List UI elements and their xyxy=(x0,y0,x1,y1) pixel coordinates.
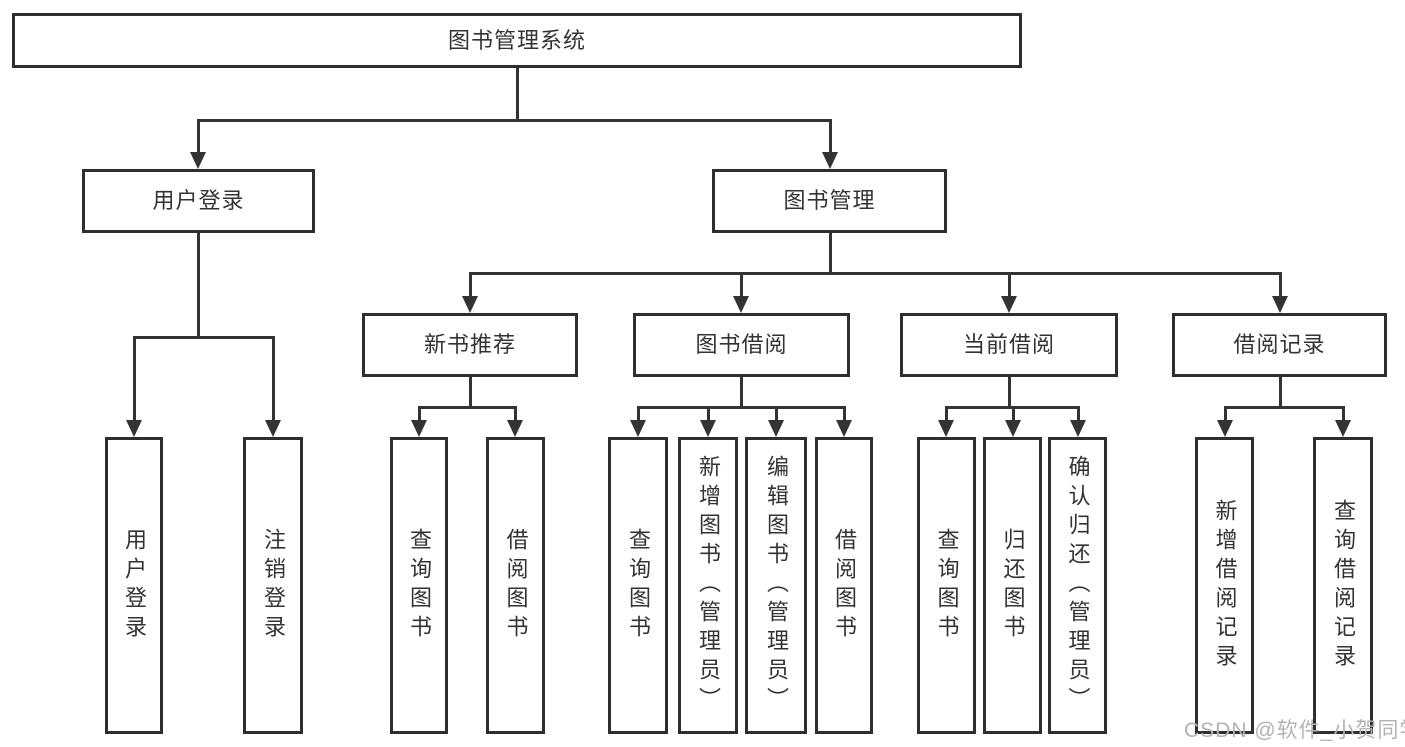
arrowhead-down-icon xyxy=(507,420,523,437)
node-leaf-return-books: 归还图书 xyxy=(983,437,1042,734)
connector-stem xyxy=(468,377,472,409)
node-leaf-query-books-3: 查询图书 xyxy=(917,437,976,734)
connector-drop xyxy=(132,336,136,422)
node-label: 图书管理系统 xyxy=(447,27,586,53)
node-label: 归还图书 xyxy=(1000,527,1026,644)
node-label: 新增图书（管理员） xyxy=(696,455,721,716)
node-borrow-records: 借阅记录 xyxy=(1172,313,1387,377)
connector-drop xyxy=(513,406,517,422)
node-label: 新增借阅记录 xyxy=(1212,498,1238,673)
connector-drop xyxy=(468,272,472,298)
connector-stem xyxy=(196,233,200,339)
node-leaf-query-books-2: 查询图书 xyxy=(608,437,668,734)
connector-drop xyxy=(1007,272,1011,298)
connector-drop xyxy=(842,406,846,422)
node-label: 借阅图书 xyxy=(503,527,529,644)
node-label: 查询借阅记录 xyxy=(1331,498,1356,673)
node-label: 新书推荐 xyxy=(423,332,516,357)
connector-drop xyxy=(1076,406,1080,422)
connector-drop xyxy=(706,406,710,422)
node-leaf-query-borrow-record: 查询借阅记录 xyxy=(1313,437,1373,734)
node-label: 图书管理 xyxy=(783,188,876,213)
node-label: 确认归还（管理员） xyxy=(1065,455,1091,716)
connector-drop xyxy=(1278,272,1282,298)
connector-drop xyxy=(1223,406,1227,422)
connector-drop xyxy=(828,119,832,154)
connector-stem xyxy=(1278,377,1282,409)
node-leaf-add-borrow-record: 新增借阅记录 xyxy=(1195,437,1254,734)
arrowhead-down-icon xyxy=(190,152,206,169)
node-label: 用户登录 xyxy=(122,527,147,644)
arrowhead-down-icon xyxy=(836,420,852,437)
connector-stem xyxy=(1007,377,1011,409)
connector-drop xyxy=(636,406,640,422)
node-label: 用户登录 xyxy=(152,188,245,213)
node-label: 借阅记录 xyxy=(1233,332,1326,357)
connector-rail xyxy=(468,272,1282,275)
node-leaf-edit-books-admin: 编辑图书（管理员） xyxy=(745,437,807,734)
arrowhead-down-icon xyxy=(822,152,838,169)
connector-rail xyxy=(132,336,275,339)
node-root-system: 图书管理系统 xyxy=(12,13,1022,68)
node-label: 查询图书 xyxy=(626,527,651,644)
node-leaf-add-books-admin: 新增图书（管理员） xyxy=(678,437,738,734)
node-label: 注销登录 xyxy=(261,527,286,644)
arrowhead-down-icon xyxy=(126,420,142,437)
node-leaf-query-books-1: 查询图书 xyxy=(390,437,448,734)
node-label: 当前借阅 xyxy=(962,332,1055,357)
connector-drop xyxy=(271,336,275,422)
arrowhead-down-icon xyxy=(1272,296,1288,313)
arrowhead-down-icon xyxy=(411,420,427,437)
node-leaf-borrow-books-1: 借阅图书 xyxy=(486,437,545,734)
node-leaf-borrow-books-2: 借阅图书 xyxy=(815,437,873,734)
connector-stem xyxy=(828,233,832,275)
connector-rail xyxy=(1223,406,1345,409)
connector-rail xyxy=(196,119,832,122)
node-leaf-logout: 注销登录 xyxy=(243,437,303,734)
arrowhead-down-icon xyxy=(265,420,281,437)
connector-drop xyxy=(196,119,200,154)
csdn-watermark: CSDN @软件_小贺同学 xyxy=(1184,719,1405,742)
connector-stem xyxy=(515,68,519,122)
arrowhead-down-icon xyxy=(630,420,646,437)
node-label: 编辑图书（管理员） xyxy=(764,455,789,716)
node-leaf-confirm-return: 确认归还（管理员） xyxy=(1048,437,1107,734)
connector-drop xyxy=(1341,406,1345,422)
arrowhead-down-icon xyxy=(1005,420,1021,437)
node-label: 图书借阅 xyxy=(695,332,788,357)
arrowhead-down-icon xyxy=(938,420,954,437)
arrowhead-down-icon xyxy=(1217,420,1233,437)
connector-drop xyxy=(774,406,778,422)
arrowhead-down-icon xyxy=(733,296,749,313)
connector-drop xyxy=(944,406,948,422)
node-label: 借阅图书 xyxy=(832,527,857,644)
node-label: 查询图书 xyxy=(934,527,960,644)
connector-rail xyxy=(417,406,517,409)
arrowhead-down-icon xyxy=(768,420,784,437)
connector-stem xyxy=(739,377,743,409)
arrowhead-down-icon xyxy=(462,296,478,313)
node-new-book-recommend: 新书推荐 xyxy=(362,313,578,377)
node-book-management: 图书管理 xyxy=(712,169,947,233)
arrowhead-down-icon xyxy=(1070,420,1086,437)
arrowhead-down-icon xyxy=(700,420,716,437)
arrowhead-down-icon xyxy=(1001,296,1017,313)
node-leaf-user-login: 用户登录 xyxy=(105,437,163,734)
connector-drop xyxy=(417,406,421,422)
node-current-borrowing: 当前借阅 xyxy=(900,313,1118,377)
node-book-borrowing: 图书借阅 xyxy=(633,313,850,377)
connector-drop xyxy=(1011,406,1015,422)
connector-rail xyxy=(636,406,846,409)
node-user-login: 用户登录 xyxy=(82,169,315,233)
node-label: 查询图书 xyxy=(407,527,432,644)
connector-drop xyxy=(739,272,743,298)
arrowhead-down-icon xyxy=(1335,420,1351,437)
